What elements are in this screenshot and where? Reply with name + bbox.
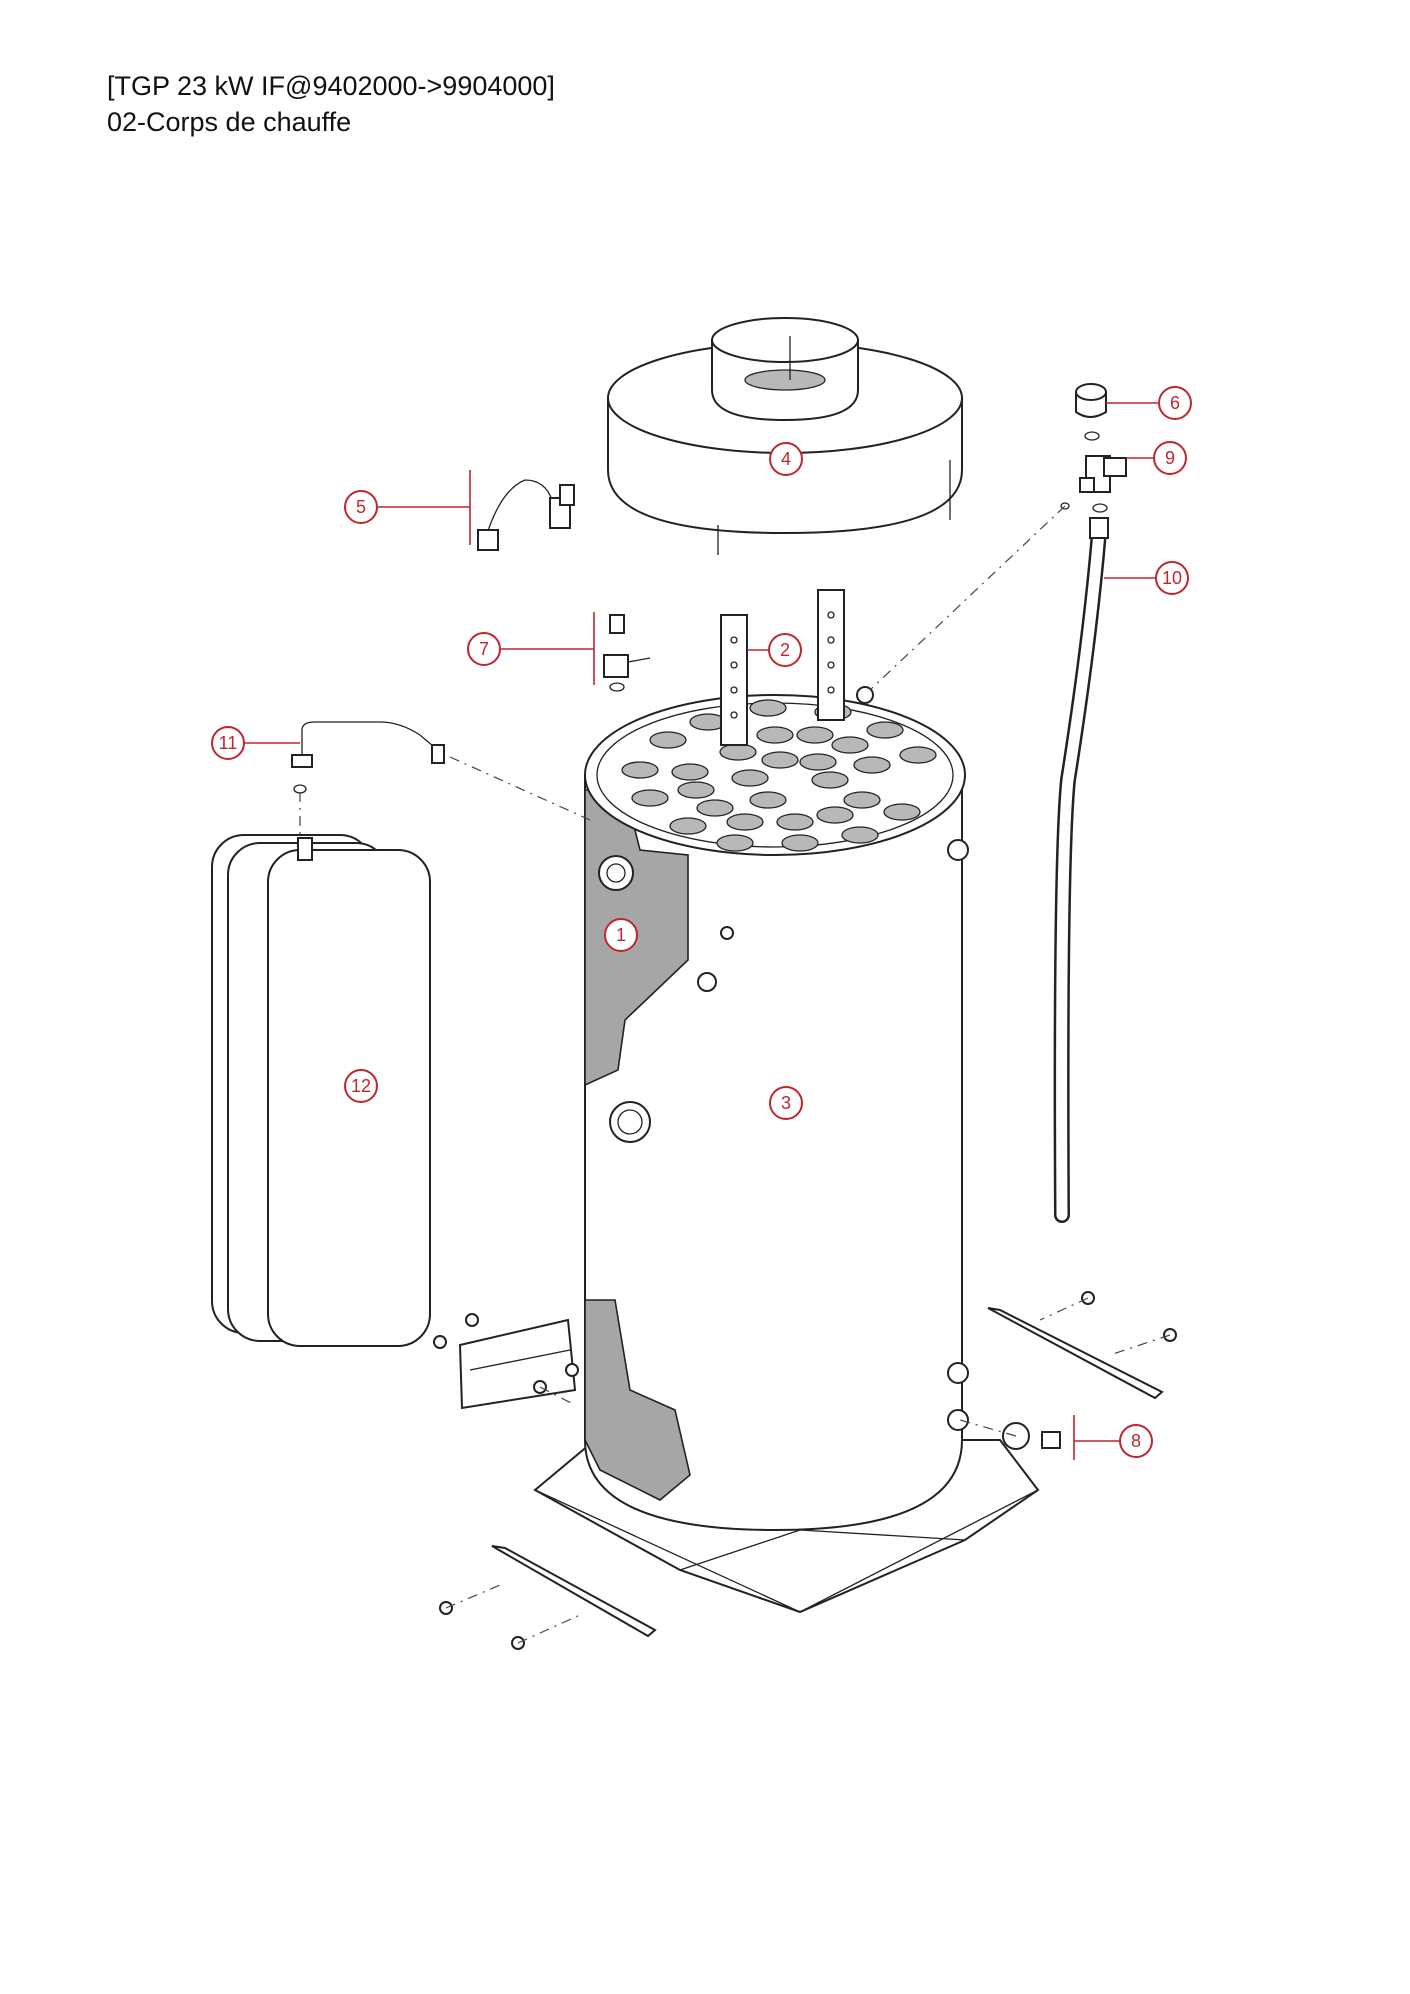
svg-text:8: 8 — [1131, 1431, 1141, 1451]
svg-text:4: 4 — [781, 449, 791, 469]
callout-4: 4 — [769, 442, 803, 476]
callout-10: 10 — [1104, 561, 1189, 595]
air-vent — [1075, 383, 1107, 441]
svg-text:10: 10 — [1162, 568, 1182, 588]
drain-cock — [1002, 1422, 1061, 1450]
vessel-pipe — [291, 721, 445, 794]
sensor-cable — [477, 479, 575, 551]
callout-9: 9 — [1126, 441, 1187, 475]
flue-baffles — [720, 589, 845, 746]
draught-hood — [607, 317, 963, 555]
svg-text:5: 5 — [356, 497, 366, 517]
svg-text:9: 9 — [1165, 448, 1175, 468]
expansion-vessel — [211, 834, 431, 1347]
svg-text:3: 3 — [781, 1093, 791, 1113]
thermostat-pocket — [603, 614, 651, 692]
model-reference: [TGP 23 kW IF@9402000->9904000] — [107, 71, 555, 101]
callout-6: 6 — [1106, 386, 1192, 420]
document-header: [TGP 23 kW IF@9402000->9904000] 02-Corps… — [107, 68, 555, 140]
callout-5: 5 — [344, 470, 471, 545]
svg-text:6: 6 — [1170, 393, 1180, 413]
long-pipe — [1053, 517, 1109, 1223]
svg-text:11: 11 — [219, 733, 238, 753]
svg-text:2: 2 — [780, 640, 790, 660]
assembly-lines — [299, 505, 1171, 1644]
foot-brackets — [433, 1291, 1177, 1650]
callout-3: 3 — [769, 1086, 803, 1120]
callout-12: 12 — [344, 1069, 378, 1103]
svg-text:7: 7 — [479, 639, 489, 659]
svg-text:12: 12 — [351, 1076, 371, 1096]
svg-text:1: 1 — [616, 925, 626, 945]
boiler-body — [584, 686, 969, 1532]
callout-11: 11 — [211, 726, 300, 760]
callout-8: 8 — [1073, 1415, 1153, 1460]
callout-2: 2 — [747, 633, 802, 667]
elbow-fitting — [1060, 455, 1127, 513]
section-title: 02-Corps de chauffe — [107, 107, 352, 137]
fire-tube-holes — [621, 699, 937, 852]
callout-7: 7 — [467, 612, 595, 685]
callout-1: 1 — [604, 918, 638, 952]
